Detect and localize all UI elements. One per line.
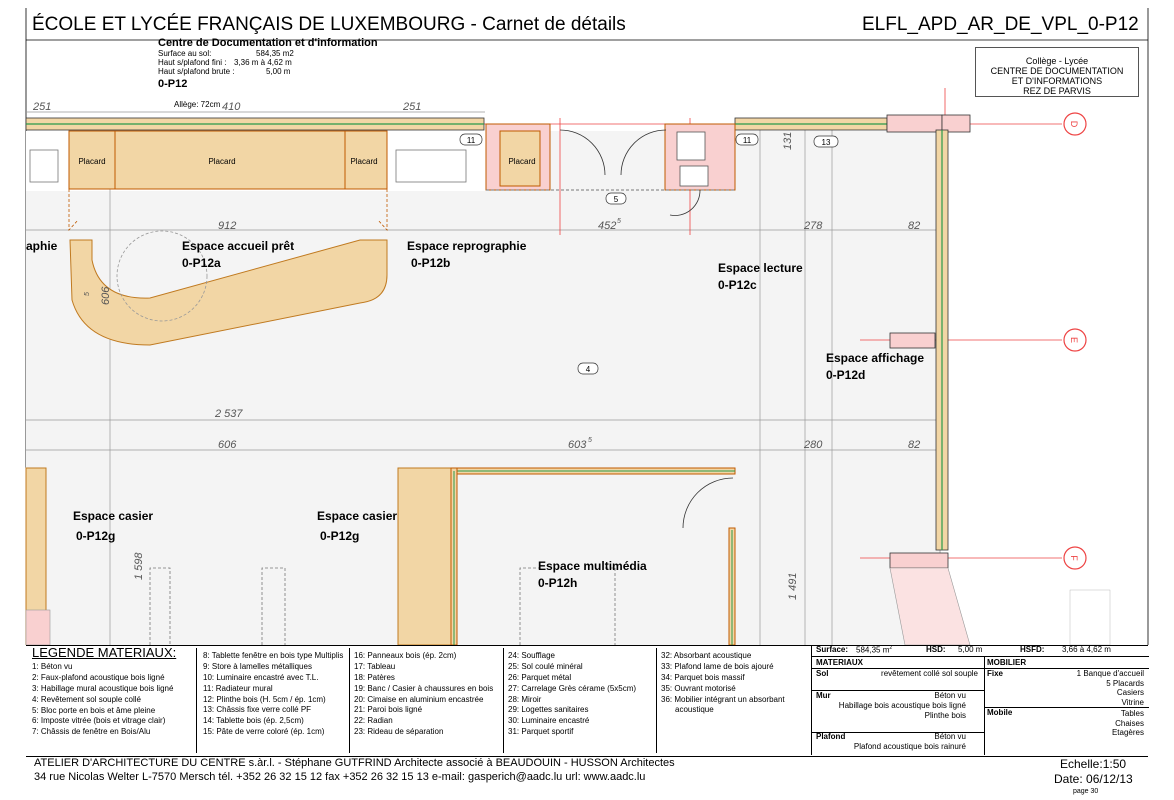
dim-606: 606 xyxy=(218,439,237,451)
spec-surface-label: Surface: xyxy=(816,645,849,654)
space-label-affichage: Espace affichage 0-P12d xyxy=(826,351,925,382)
tag-4: 4 xyxy=(586,365,591,374)
room-info: Centre de Documentation et d'information… xyxy=(158,38,418,90)
spec-sol-value: revêtement collé sol souple xyxy=(881,669,978,678)
spec-materiaux-heading: MATERIAUX xyxy=(816,658,863,667)
tag-13: 13 xyxy=(822,138,831,147)
legend-title: LEGENDE MATERIAUX: xyxy=(32,645,177,660)
allege-note: Allège: 72cm xyxy=(174,100,221,109)
space-label-casier-1: Espace casier 0-P12g xyxy=(73,509,154,543)
room-name: Centre de Documentation et d'information xyxy=(158,38,378,49)
axis-e-label: E xyxy=(1069,337,1079,343)
spec-plafond-label: Plafond xyxy=(816,732,846,741)
dim-131: 131 xyxy=(782,132,794,150)
dim-82b: 82 xyxy=(908,439,920,451)
drawing-date: Date: 06/12/13 xyxy=(1054,772,1133,786)
spec-mobilier-heading: MOBILIER xyxy=(987,658,1027,667)
legend-panel xyxy=(26,645,1148,757)
spec-hsfd-label: HSFD: xyxy=(1020,645,1045,654)
dim-603: 603 xyxy=(568,439,587,451)
dim-280: 280 xyxy=(803,439,823,451)
axis-d-label: D xyxy=(1069,121,1079,128)
dim-603-sup: 5 xyxy=(588,437,592,444)
space-label-lecture: Espace lecture 0-P12c xyxy=(718,261,803,292)
page-number: page 30 xyxy=(1073,788,1099,795)
raw-ceiling-value: 5,00 m xyxy=(266,67,291,76)
dim-251a: 251 xyxy=(32,101,51,113)
drawing-code: ELFL_APD_AR_DE_VPL_0-P12 xyxy=(862,14,1139,35)
cupboard-label: Placard xyxy=(78,157,105,166)
dim-82a: 82 xyxy=(908,220,920,232)
axis-d-bubble xyxy=(1063,112,1087,136)
axis-e-bubble xyxy=(1063,328,1087,352)
raw-ceiling-label: Haut s/plafond brute : xyxy=(158,67,235,76)
dim-410: 410 xyxy=(222,101,241,113)
legend-column-2: 8: Tablette fenêtre en bois type Multipl… xyxy=(203,651,344,737)
dim-1491: 1 491 xyxy=(787,572,799,600)
spec-mur-label: Mur xyxy=(816,691,831,700)
axis-f-bubble xyxy=(1063,546,1087,570)
footer-address: 34 rue Nicolas Welter L-7570 Mersch tél.… xyxy=(34,771,646,783)
ceiling-value: 3,36 m à 4,62 m xyxy=(234,58,292,67)
floor-area xyxy=(26,131,941,645)
dim-1598: 1 598 xyxy=(133,552,145,580)
room-code: 0-P12 xyxy=(158,78,188,90)
dim-606v-sup: 5 xyxy=(84,292,91,296)
axis-f-label: F xyxy=(1069,555,1079,561)
dim-251b: 251 xyxy=(402,101,421,113)
cupboard-label: Placard xyxy=(208,157,235,166)
surface-value: 584,35 m2 xyxy=(256,49,294,58)
space-label-reprographie: Espace reprographie 0-P12b xyxy=(407,239,527,270)
tag-5: 5 xyxy=(614,195,619,204)
spec-fixe-label: Fixe xyxy=(987,669,1004,678)
floor-plan: D E F 11 11 13 5 4 Placard Placard Placa… xyxy=(25,8,1149,645)
document-title: ÉCOLE ET LYCÉE FRANÇAIS DE LUXEMBOURG - … xyxy=(32,14,626,35)
cupboard-label: Placard xyxy=(350,157,377,166)
space-label-multimedia: Espace multimédia 0-P12h xyxy=(538,559,647,590)
tag-11b: 11 xyxy=(743,136,752,145)
ceiling-label: Haut s/plafond fini : xyxy=(158,58,227,67)
tag-11a: 11 xyxy=(467,136,476,145)
dim-452: 452 xyxy=(598,220,616,232)
spec-hsd-value: 5,00 m xyxy=(958,645,983,654)
specs-panel: Surface: 584,35 m2 HSD: 5,00 m HSFD: 3,6… xyxy=(811,645,1149,755)
spec-sol-label: Sol xyxy=(816,669,829,678)
space-label-casier-2: Espace casier 0-P12g xyxy=(317,509,398,543)
space-label-repro-cut: aphie xyxy=(26,239,58,253)
dim-278: 278 xyxy=(803,220,823,232)
spec-surface-value: 584,35 m2 xyxy=(856,645,893,655)
dim-606-vertical: 606 xyxy=(100,286,112,305)
cupboard-label: Placard xyxy=(508,157,535,166)
space-label-accueil: Espace accueil prêt 0-P12a xyxy=(182,239,295,270)
dim-2537: 2 537 xyxy=(214,408,243,420)
dim-452-sup: 5 xyxy=(617,218,621,225)
location-box: Collège - Lycée CENTRE DE DOCUMENTATION … xyxy=(975,47,1139,97)
dim-912: 912 xyxy=(218,220,236,232)
spec-hsd-label: HSD: xyxy=(926,645,946,654)
spec-hsfd-value: 3,66 à 4,62 m xyxy=(1062,645,1111,654)
surface-label: Surface au sol: xyxy=(158,49,212,58)
spec-mobile-label: Mobile xyxy=(987,708,1013,717)
drawing-scale: Echelle:1:50 xyxy=(1060,757,1127,771)
footer-company: ATELIER D'ARCHITECTURE DU CENTRE s.àr.l.… xyxy=(34,757,675,769)
